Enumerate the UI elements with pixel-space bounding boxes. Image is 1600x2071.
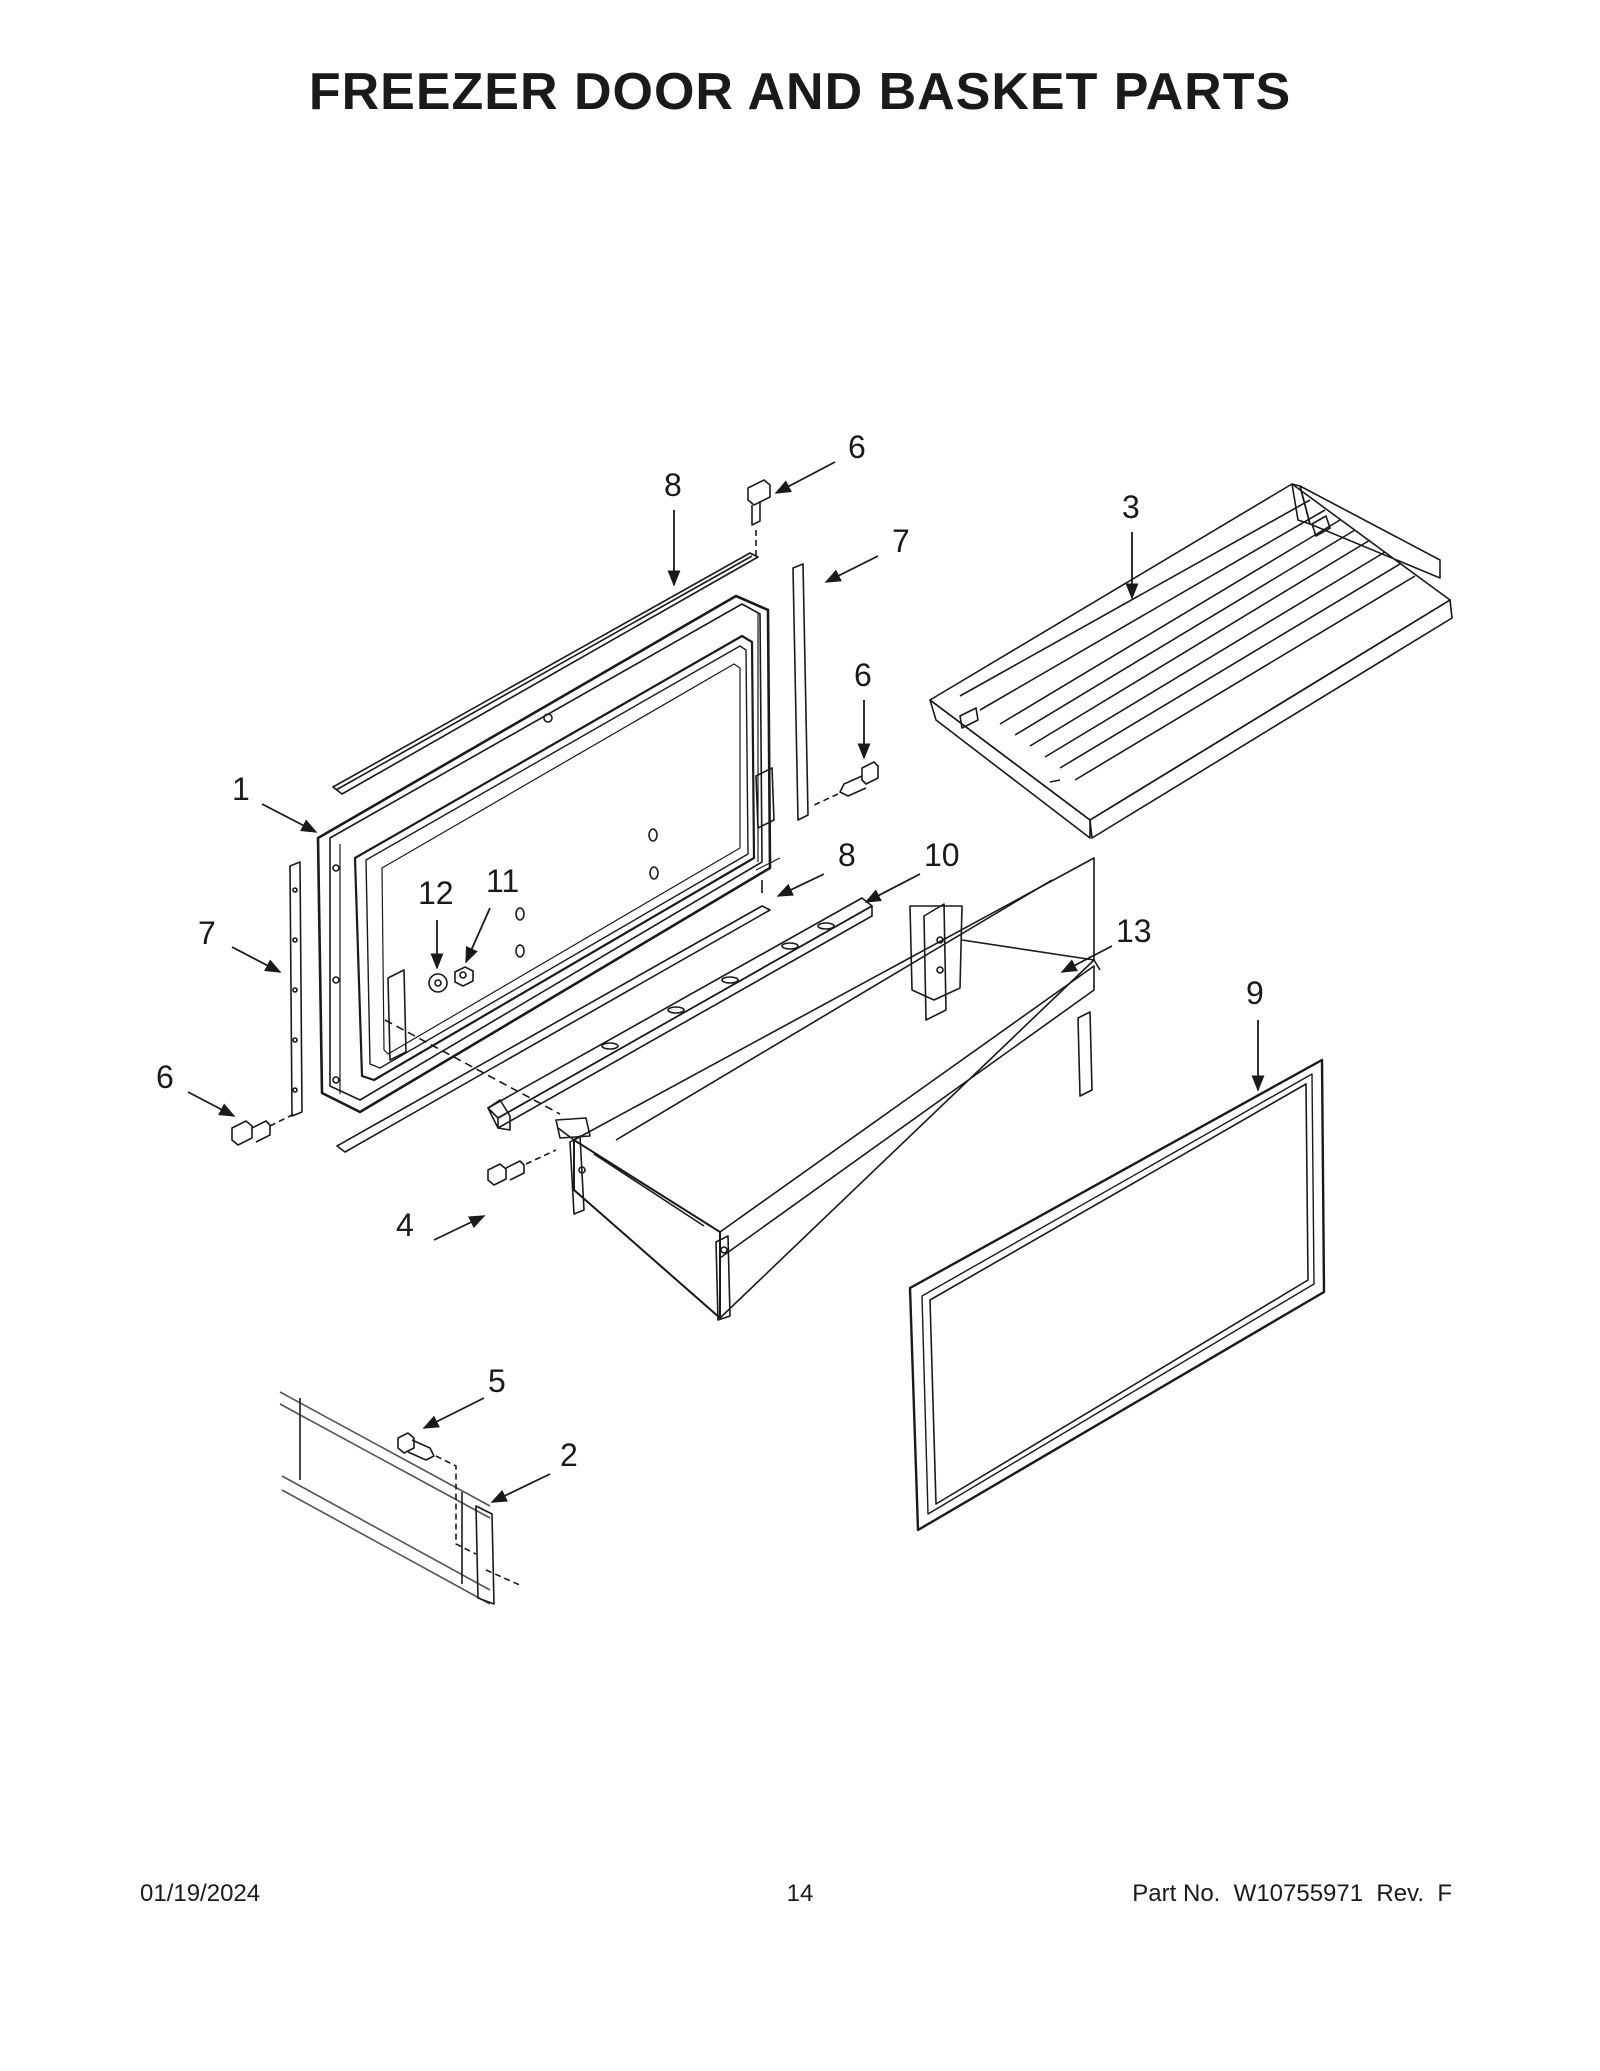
footer-date: 01/19/2024: [140, 1880, 261, 1907]
callout-8-lower: 8: [838, 837, 856, 873]
part-2-front-panel: [279, 1391, 523, 1605]
part-12-washer: [428, 973, 448, 993]
part-11-nut: [454, 966, 474, 987]
footer-page-number: 14: [786, 1880, 814, 1907]
part-6-screw-top: [747, 479, 771, 556]
callout-6-top: 6: [848, 429, 866, 465]
callout-6-right: 6: [854, 657, 872, 693]
callout-6-left: 6: [156, 1059, 174, 1095]
callout-1: 1: [232, 771, 250, 807]
part-5-screw: [397, 1432, 477, 1555]
part-7-right-strip: [792, 563, 809, 821]
callout-7-left: 7: [198, 915, 216, 951]
callout-7-right: 7: [892, 523, 910, 559]
part-8-lower-trim: [336, 880, 771, 1153]
callout-2: 2: [560, 1437, 578, 1473]
callout-11: 11: [486, 863, 519, 899]
part-6-screw-left: [231, 1113, 295, 1146]
callout-8-top: 8: [664, 467, 682, 503]
footer-part-number: Part No. W10755971 Rev. F: [1132, 1880, 1452, 1907]
callout-3: 3: [1122, 489, 1140, 525]
callout-5: 5: [488, 1363, 506, 1399]
part-4-screw: [487, 1149, 557, 1186]
part-7-left-strip: [289, 861, 303, 1117]
part-10-rail: [487, 897, 873, 1131]
page-title: FREEZER DOOR AND BASKET PARTS: [308, 63, 1292, 121]
part-9-gasket: [908, 1058, 1326, 1532]
part-1-door-panel: [316, 594, 781, 1115]
part-13-basket: [555, 857, 1101, 1321]
callout-9: 9: [1246, 975, 1264, 1011]
leader-arrows: [187, 461, 1265, 1503]
callout-12: 12: [418, 875, 454, 911]
callout-13: 13: [1116, 913, 1152, 949]
part-3-tray: [929, 483, 1453, 839]
part-8-top-trim: [332, 552, 759, 795]
part-6-screw-right: [811, 761, 879, 807]
callout-4: 4: [396, 1207, 414, 1243]
callout-10: 10: [924, 837, 960, 873]
